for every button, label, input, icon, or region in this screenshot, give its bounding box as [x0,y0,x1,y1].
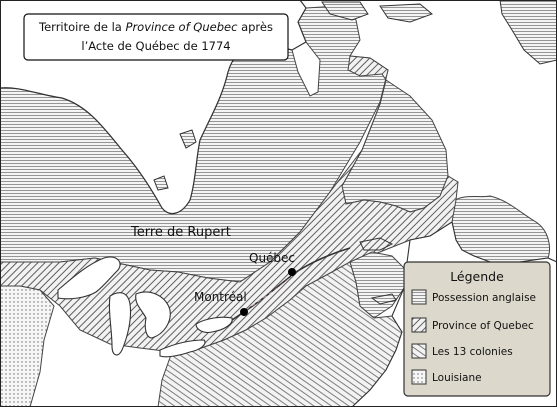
city-dot-montreal [240,308,248,316]
label-terre-de-rupert: Terre de Rupert [130,225,231,240]
river-saint-laurent-dash [245,275,293,311]
legend-label-province-quebec: Province of Quebec [432,320,534,332]
legend-title: Légende [450,269,504,284]
island-north-2 [499,0,557,65]
legend-label-louisiane: Louisiane [432,372,482,384]
lake-huron [135,291,171,339]
legend-label-possession-anglaise: Possession anglaise [432,292,536,304]
island-hudson-2 [153,175,169,191]
legend-label-treize-colonies: Les 13 colonies [432,346,513,358]
island-hudson-1 [179,129,197,149]
island-north-3 [379,3,433,23]
legend-swatch-province-quebec [411,317,427,333]
lake-ontario [195,316,233,334]
island-north-1 [321,1,369,21]
legend-swatch-louisiane [411,369,427,385]
lake-superior [57,256,121,300]
lake-michigan [108,292,132,356]
island-pei [370,293,397,305]
map-title-box: Territoire de la Province of Quebec aprè… [23,13,289,61]
lake-erie [159,339,206,358]
label-montreal: Montréal [194,290,247,304]
map-title-prefix: Territoire de la [38,20,125,34]
map-title-line1: Territoire de la Province of Quebec aprè… [38,20,273,34]
region-louisiane [0,285,55,407]
map-title-suffix: après [237,20,273,34]
label-quebec: Québec [249,251,295,265]
legend: Légende Possession anglaise Province of … [403,261,551,397]
legend-swatch-possession-anglaise [411,289,427,305]
map-title-italic: Province of Quebec [126,20,239,34]
legend-swatch-treize-colonies [411,343,427,359]
island-anticosti [359,237,394,251]
map-title-line2: l’Acte de Québec de 1774 [81,39,230,53]
city-dot-quebec [288,268,296,276]
river-saint-laurent [231,247,351,321]
